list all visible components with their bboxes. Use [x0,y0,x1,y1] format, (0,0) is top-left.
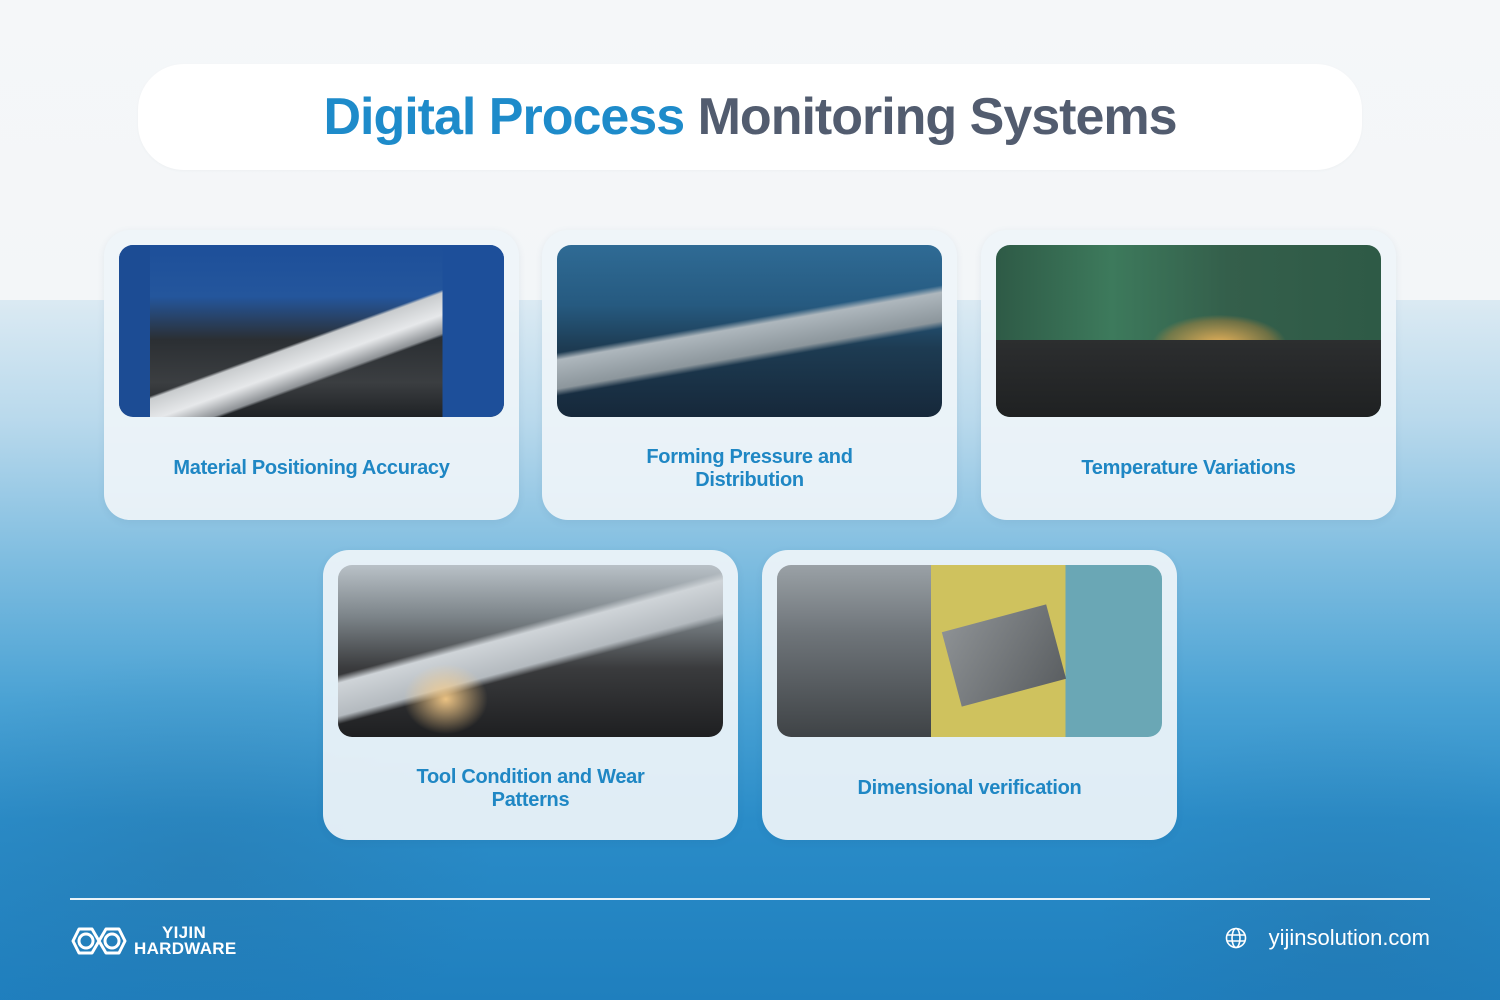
title-rest: Monitoring Systems [697,88,1178,146]
card-dimensional-verification: Dimensional verification [762,550,1177,840]
card-image [777,565,1162,737]
page-title: Digital Process Monitoring Systems [323,87,1178,147]
globe-icon [1225,927,1246,949]
footer-divider [70,898,1430,900]
card-image [996,245,1381,417]
card-label: Forming Pressure and Distribution [646,445,853,491]
card-temperature: Temperature Variations [981,230,1396,520]
card-label: Material Positioning Accuracy [173,457,450,479]
card-label: Dimensional verification [857,777,1082,799]
card-forming-pressure: Forming Pressure and Distribution [542,230,957,520]
title-banner: Digital Process Monitoring Systems [138,64,1362,170]
card-tool-condition: Tool Condition and Wear Patterns [323,550,738,840]
brand-name-line1: YIJIN [162,923,207,942]
brand-name-line2: HARDWARE [134,939,237,958]
card-image [557,245,942,417]
infinity-hex-icon [71,927,127,955]
website-url[interactable]: yijinsolution.com [1268,925,1430,950]
website-link[interactable]: yijinsolution.com [1225,925,1430,951]
card-image [119,245,504,417]
card-label: Temperature Variations [1081,457,1296,479]
card-label: Tool Condition and Wear Patterns [416,765,645,811]
title-accent: Digital Process [323,88,685,146]
card-image [338,565,723,737]
brand-logo: YIJIN HARDWARE [70,924,237,958]
card-material-positioning: Material Positioning Accuracy [104,230,519,520]
